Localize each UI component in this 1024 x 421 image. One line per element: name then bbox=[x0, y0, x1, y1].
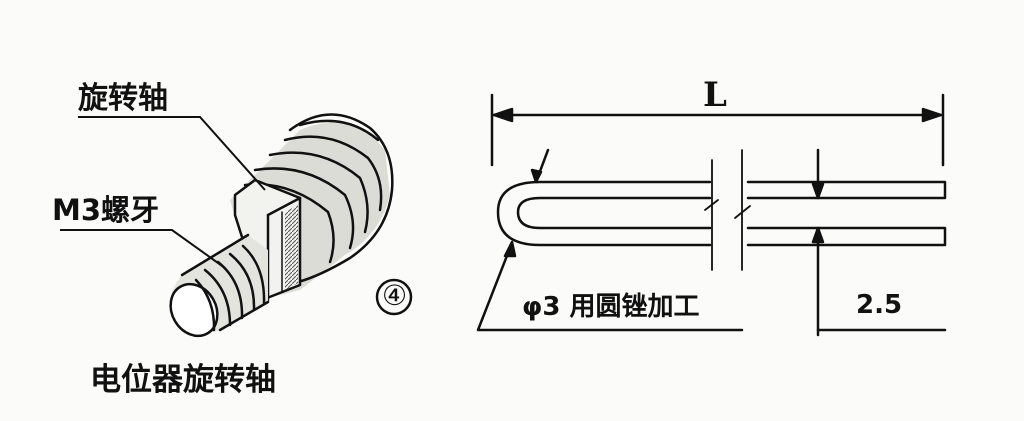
circled-number: ④ bbox=[382, 279, 408, 312]
dim-gap-lower-arrow bbox=[811, 226, 825, 244]
leader-shaft bbox=[78, 116, 266, 191]
shaft-illustration bbox=[169, 113, 394, 338]
wire-inner-left bbox=[516, 196, 712, 230]
wire-drawing bbox=[476, 93, 947, 337]
tip-leader-bottom bbox=[476, 246, 744, 332]
label-thread: M3螺牙 bbox=[52, 193, 160, 227]
figure-caption: 电位器旋转轴 bbox=[90, 362, 276, 398]
dim-gap-upper-arrow bbox=[811, 182, 825, 200]
tip-leader-top-arrow bbox=[530, 168, 543, 184]
dim-L-arrow-left bbox=[492, 107, 514, 123]
leader-thread bbox=[60, 229, 226, 269]
wire-outer-left bbox=[496, 180, 712, 247]
break-zigzag bbox=[704, 199, 751, 219]
dimension-gap-label: 2.5 bbox=[856, 290, 903, 320]
dimension-L-label: L bbox=[703, 75, 727, 115]
circled-number-ring bbox=[375, 278, 413, 316]
label-shaft: 旋转轴 bbox=[78, 81, 168, 116]
tip-note-label: φ3 用圆锉加工 bbox=[522, 292, 700, 322]
tip-leader-bottom-arrow bbox=[503, 240, 517, 258]
wire-lower-right bbox=[746, 226, 947, 247]
wire-upper-right bbox=[746, 180, 947, 200]
left-leader-lines bbox=[60, 116, 266, 269]
dim-L-arrow-right bbox=[921, 107, 943, 123]
